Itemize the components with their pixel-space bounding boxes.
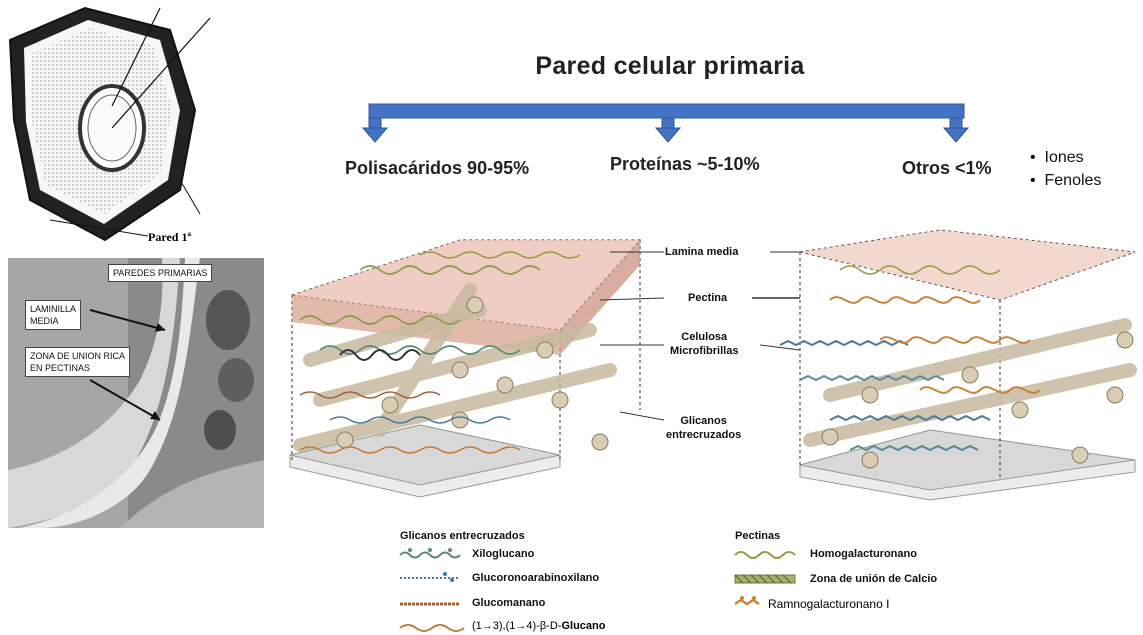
label-pectina: Pectina — [688, 292, 728, 304]
label-line: entrecruzados — [666, 429, 742, 441]
diagram-title: Pared celular primaria — [535, 52, 805, 80]
branch-arrow-left — [361, 117, 389, 143]
category-polisacaridos: Polisacáridos 90-95% — [345, 158, 530, 178]
legend-item-homogalacturonano: Homogalacturonano — [810, 548, 917, 560]
legend-item-zona-calcio: Zona de unión de Calcio — [810, 573, 938, 585]
swatch-xiloglucano — [399, 548, 461, 559]
swatch-ramnogalacturonano — [734, 596, 760, 606]
swatch-glucoronoarabinoxilano — [400, 572, 460, 582]
branch-arrow-center — [654, 117, 682, 143]
legend-title-pectinas: Pectinas — [735, 530, 781, 542]
legend-item-glucoronoarabinoxilano: Glucoronoarabinoxilano — [472, 572, 600, 584]
label-line: EN PECTINAS — [30, 363, 91, 373]
label-celulosa: Celulosa Microfibrillas — [670, 330, 738, 358]
label-line: ZONA DE UNION RICA — [30, 351, 126, 361]
others-item-iones: • Iones — [1030, 149, 1084, 166]
others-item-label: Fenoles — [1044, 172, 1102, 189]
legend-item-xiloglucano: Xiloglucano — [472, 548, 535, 560]
micrograph-header: PAREDES PRIMARIAS — [108, 264, 213, 282]
swatch-homogalacturonano — [734, 551, 796, 559]
category-proteinas: Proteínas ~5-10% — [610, 154, 760, 174]
branch-arrow-right — [942, 117, 970, 143]
legend-title-glicanos: Glicanos entrecruzados — [400, 530, 525, 542]
others-item-label: Iones — [1044, 149, 1084, 166]
others-item-fenoles: • Fenoles — [1030, 172, 1102, 189]
category-otros: Otros <1% — [902, 158, 992, 178]
drawing-label: Pared 1ª — [148, 230, 192, 244]
swatch-zona-calcio — [734, 574, 796, 584]
legend-item-glucano-prefix: (1→3),(1→4)-β-D- — [472, 620, 562, 632]
swatch-glucano — [399, 624, 465, 632]
legend-item-ramnogalacturonano: Ramnogalacturonano I — [768, 597, 890, 611]
label-lamina-media: Lamina media — [665, 246, 739, 258]
legend-item-glucomanano: Glucomanano — [472, 597, 546, 609]
legend-item-glucano: (1→3),(1→4)-β-D-Glucano — [472, 620, 605, 632]
label-line: Glicanos — [680, 415, 727, 427]
label-line: LAMINILLA — [30, 304, 77, 314]
micrograph-label-zona: ZONA DE UNION RICA EN PECTINAS — [25, 347, 131, 377]
label-line: Microfibrillas — [670, 345, 739, 357]
legend-item-glucano-bold: Glucano — [561, 620, 606, 632]
label-glicanos: Glicanos entrecruzados — [666, 414, 741, 442]
label-line: Celulosa — [681, 331, 728, 343]
micrograph-label-laminilla: LAMINILLA MEDIA — [25, 300, 82, 330]
label-line: MEDIA — [30, 316, 59, 326]
